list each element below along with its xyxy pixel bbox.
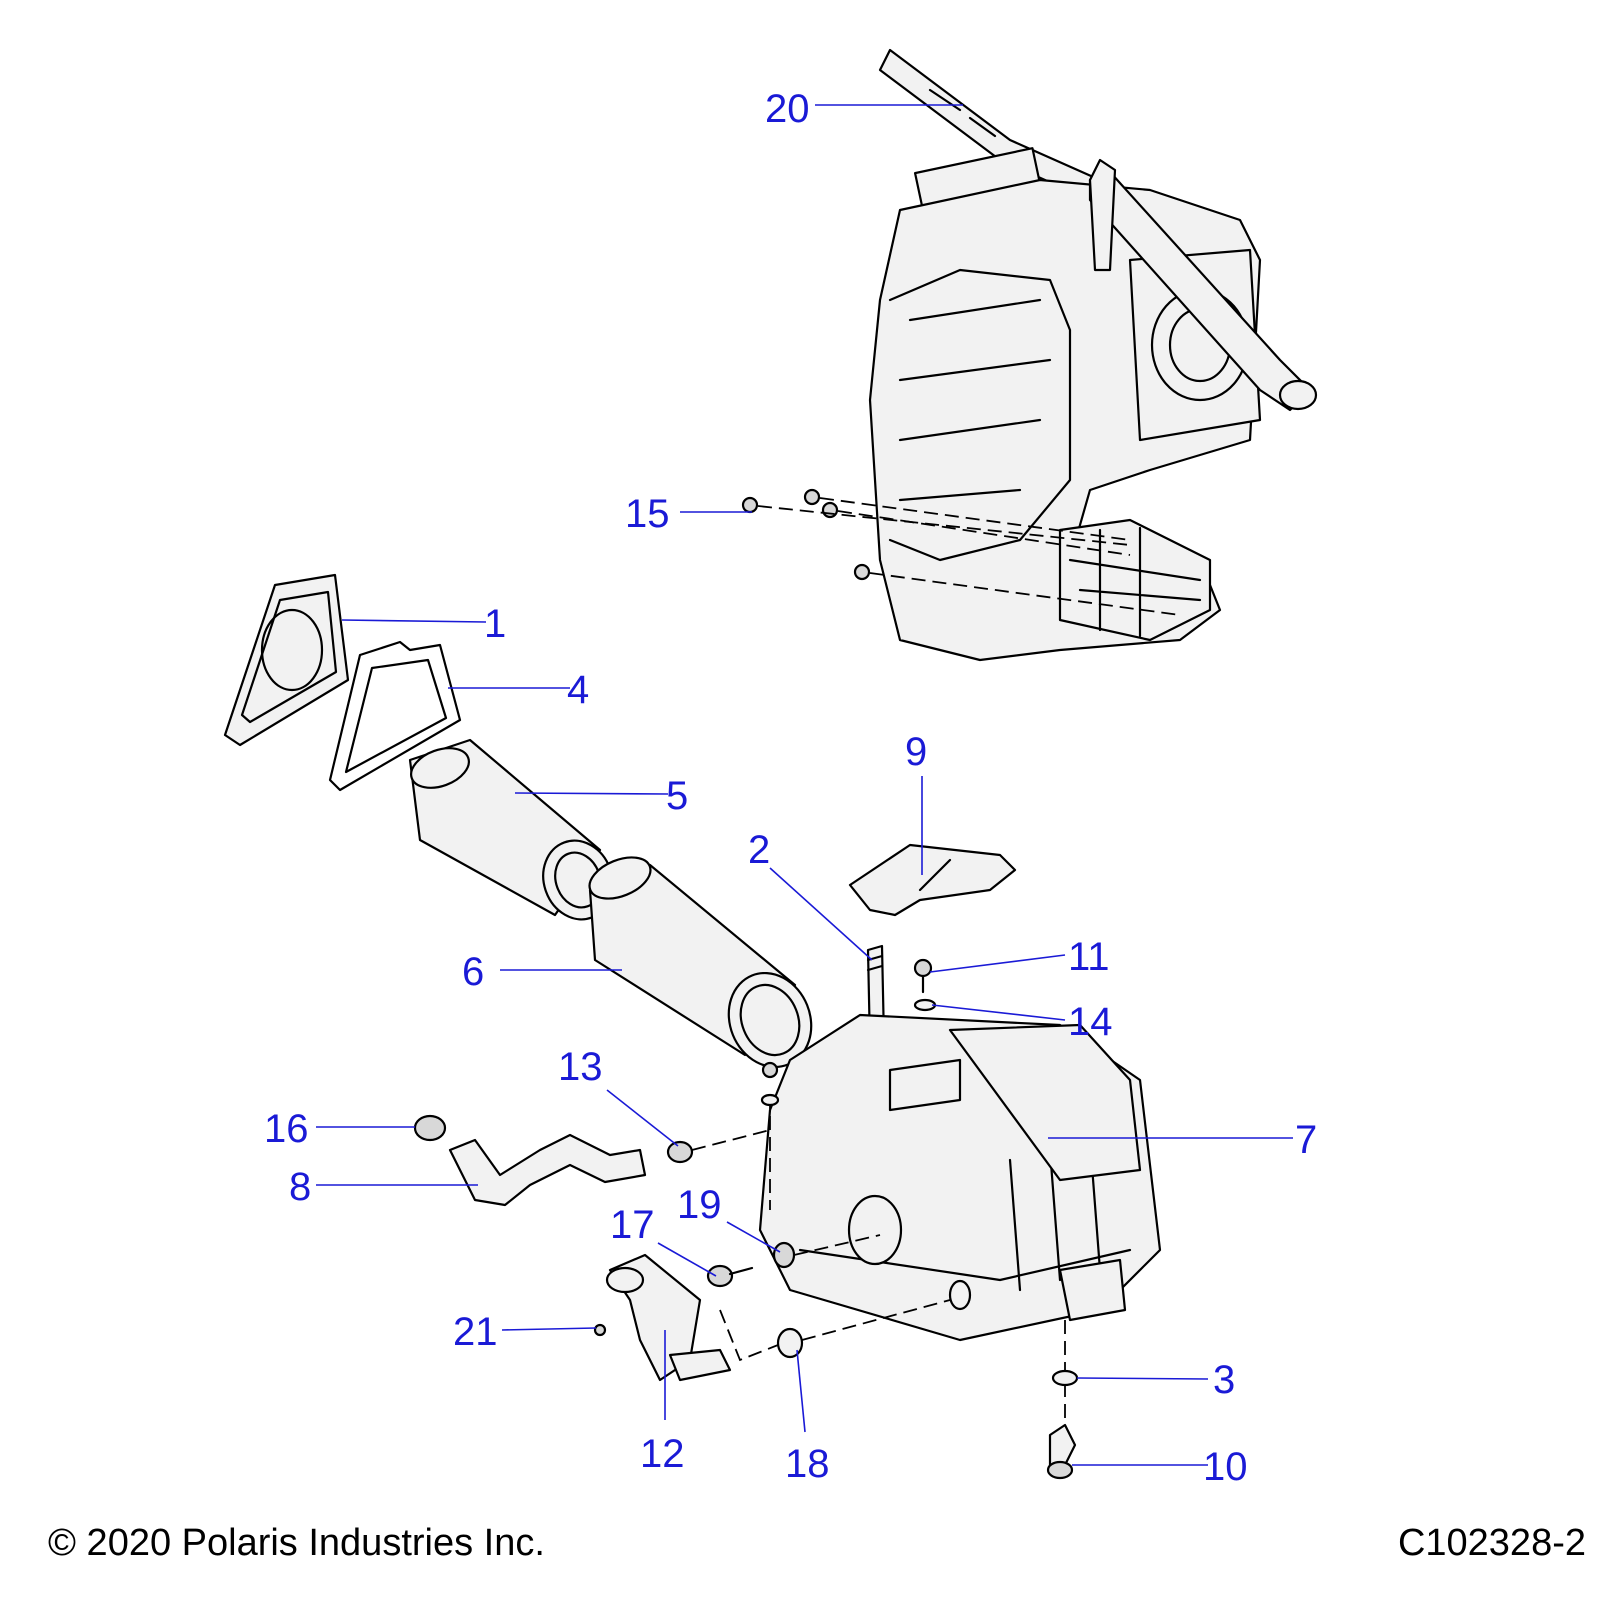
hose-clamp-13 (666, 1140, 694, 1164)
airbox-cover-1 (223, 573, 350, 747)
grommet-19 (772, 1241, 796, 1269)
callout-7: 7 (1295, 1118, 1317, 1162)
callout-3: 3 (1213, 1358, 1235, 1402)
bolt-11 (913, 958, 933, 994)
screw-15a (741, 496, 759, 514)
copyright-notice: © 2020 Polaris Industries Inc. (48, 1522, 545, 1564)
callout-1: 1 (484, 602, 506, 646)
grommet-18 (776, 1327, 804, 1359)
screw-15c (821, 501, 839, 519)
callout-20: 20 (765, 87, 810, 131)
strap-upper (1088, 158, 1117, 272)
callout-numbers: 20 15 1 4 5 9 2 11 14 6 13 7 16 8 19 17 … (264, 87, 1317, 1489)
drain-valve-10 (1046, 1423, 1077, 1480)
callout-6: 6 (462, 950, 484, 994)
callout-18: 18 (785, 1442, 830, 1486)
intake-duct (1058, 518, 1212, 642)
diagram-code: C102328-2 (1397, 1522, 1586, 1564)
fitting-17 (706, 1264, 754, 1288)
callout-21: 21 (453, 1310, 498, 1354)
callout-17: 17 (610, 1203, 655, 1247)
cover-gasket-4 (328, 640, 462, 792)
hose-clamp-16 (413, 1114, 447, 1142)
leader-lines (316, 104, 1293, 1466)
callout-16: 16 (264, 1107, 309, 1151)
callout-2: 2 (748, 828, 770, 872)
callout-19: 19 (677, 1183, 722, 1227)
callout-5: 5 (666, 774, 688, 818)
washer-3 (1051, 1369, 1079, 1387)
callout-15: 15 (625, 492, 670, 536)
screw-21 (593, 1323, 607, 1337)
callout-14: 14 (1068, 1000, 1113, 1044)
screw-15d (853, 563, 871, 581)
lower-airbox-7 (758, 1013, 1162, 1342)
upper-airbox-assembly (868, 48, 1318, 662)
screw-15b (803, 488, 821, 506)
callout-12: 12 (640, 1432, 685, 1476)
drain-hose-8 (448, 1133, 647, 1207)
callout-11: 11 (1068, 935, 1110, 979)
outer-filter-6 (588, 856, 813, 1069)
callout-4: 4 (567, 668, 589, 712)
heat-shield-9 (848, 843, 1017, 917)
drain-screw (761, 1061, 779, 1079)
valve-12 (605, 1253, 732, 1382)
callout-8: 8 (289, 1165, 311, 1209)
callout-13: 13 (558, 1045, 603, 1089)
callout-10: 10 (1203, 1445, 1248, 1489)
callout-9: 9 (905, 730, 927, 774)
screws-15 (741, 488, 1181, 616)
